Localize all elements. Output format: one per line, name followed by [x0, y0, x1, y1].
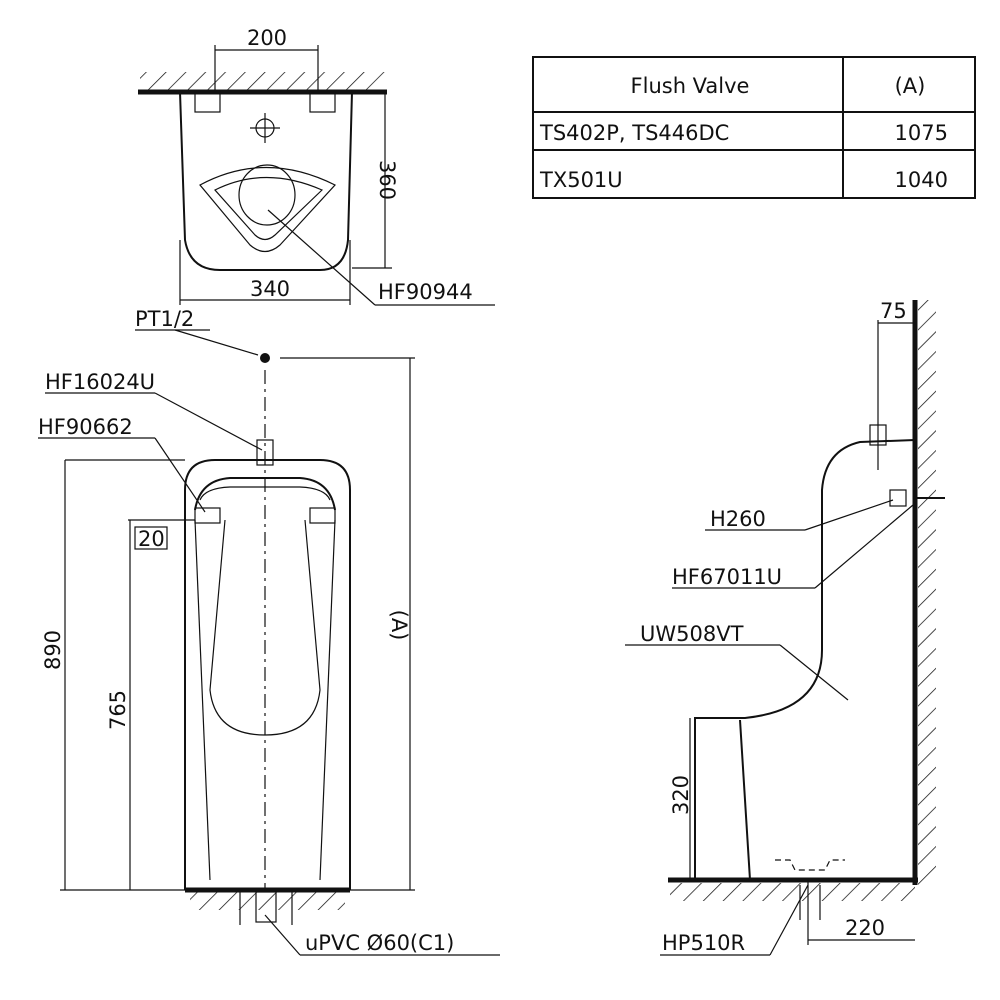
side-view: 75 H260 HF67011U UW508VT 320 HP510R 220 [625, 299, 945, 956]
flush-valve-table: Flush Valve (A) TS402P, TS446DC 1075 TX5… [532, 56, 976, 199]
front-view: PT1/2 (A) HF16024U HF90662 890 765 20 uP… [38, 307, 500, 956]
dim-a: (A) [387, 610, 411, 641]
dim-75: 75 [880, 299, 907, 323]
table-header-valve: Flush Valve [631, 74, 750, 98]
label-hf90662: HF90662 [38, 415, 133, 439]
label-hf90944: HF90944 [378, 280, 473, 304]
dim-220: 220 [845, 916, 885, 940]
label-hf67011u: HF67011U [672, 565, 782, 589]
table-cell-a: 1075 [895, 121, 948, 145]
table-header-a: (A) [895, 74, 926, 98]
label-h260: H260 [710, 507, 766, 531]
label-hf16024u: HF16024U [45, 370, 155, 394]
dim-340: 340 [250, 277, 290, 301]
dim-20: 20 [138, 527, 165, 551]
label-uw508vt: UW508VT [640, 622, 744, 646]
dim-765: 765 [106, 690, 130, 730]
dim-200: 200 [247, 26, 287, 50]
top-view: 200 360 340 HF90944 [138, 26, 495, 306]
label-pt1-2: PT1/2 [135, 307, 194, 331]
label-upvc-drain: uPVC Ø60(C1) [305, 931, 454, 955]
table-cell-valve: TX501U [539, 168, 623, 192]
table-cell-a: 1040 [895, 168, 948, 192]
label-hp510r: HP510R [662, 931, 745, 955]
dim-890: 890 [41, 630, 65, 670]
dim-320: 320 [669, 775, 693, 815]
dim-360: 360 [375, 160, 399, 200]
table-cell-valve: TS402P, TS446DC [539, 121, 729, 145]
